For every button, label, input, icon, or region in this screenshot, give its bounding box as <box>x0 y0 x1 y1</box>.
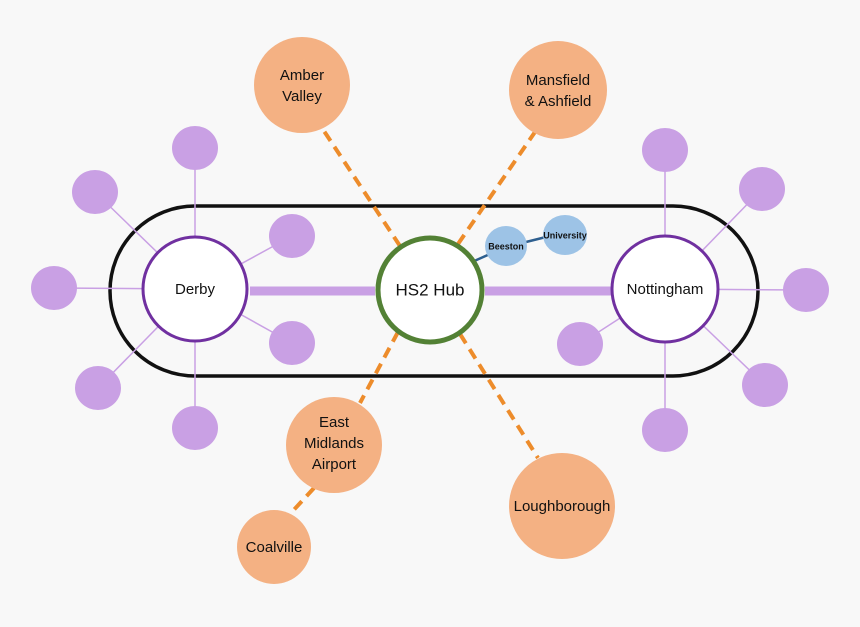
derby-satellite-sw[interactable] <box>75 366 121 410</box>
airport-coalville-link <box>288 486 316 516</box>
label-coalville: Coalville <box>246 539 303 556</box>
label-amber-valley-line-1: Amber <box>280 67 324 84</box>
derby-satellite-se[interactable] <box>269 321 315 365</box>
satellite-circles <box>31 126 829 452</box>
nottingham-satellite-w[interactable] <box>557 322 603 366</box>
hub-amber-valley-link <box>320 126 402 248</box>
derby-satellite-s[interactable] <box>172 406 218 450</box>
nottingham-satellite-ne[interactable] <box>739 167 785 211</box>
label-university: University <box>543 230 587 240</box>
node-university[interactable]: University <box>543 215 587 255</box>
beeston-university-link <box>525 235 547 244</box>
nottingham-satellite-s[interactable] <box>642 408 688 452</box>
label-ema-line-2: Midlands <box>304 435 364 452</box>
city-label-derby: Derby <box>175 281 216 298</box>
city-label-nottingham: Nottingham <box>627 281 704 298</box>
nottingham-satellite-n[interactable] <box>642 128 688 172</box>
nottingham-satellite-se[interactable] <box>742 363 788 407</box>
node-coalville[interactable]: Coalville <box>237 510 311 584</box>
node-east-midlands-airport[interactable]: East Midlands Airport <box>286 397 382 493</box>
dashed-links <box>288 126 540 516</box>
city-node-nottingham[interactable]: Nottingham <box>610 234 720 344</box>
hub-mansfield-link <box>456 130 537 246</box>
core-area-loop <box>108 204 760 378</box>
derby-satellite-nw[interactable] <box>72 170 118 214</box>
hub-loughborough-link <box>458 332 540 460</box>
node-mansfield-ashfield[interactable]: Mansfield & Ashfield <box>509 41 607 139</box>
label-mansfield-line-2: & Ashfield <box>525 93 592 110</box>
node-beeston[interactable]: Beeston <box>485 226 527 266</box>
derby-satellite-n[interactable] <box>172 126 218 170</box>
derby-satellite-ne[interactable] <box>269 214 315 258</box>
city-node-derby[interactable]: Derby <box>141 235 249 343</box>
node-amber-valley[interactable]: Amber Valley <box>254 37 350 133</box>
label-amber-valley-line-2: Valley <box>282 88 322 105</box>
label-beeston: Beeston <box>488 241 524 251</box>
derby-satellite-w[interactable] <box>31 266 77 310</box>
hub-node[interactable]: HS2 Hub <box>375 235 485 345</box>
label-mansfield-line-1: Mansfield <box>526 72 590 89</box>
nottingham-satellite-e[interactable] <box>783 268 829 312</box>
label-loughborough: Loughborough <box>514 498 611 515</box>
label-ema-line-1: East <box>319 414 350 431</box>
hub-label: HS2 Hub <box>396 280 465 299</box>
hub-airport-link <box>358 331 400 404</box>
node-loughborough[interactable]: Loughborough <box>509 453 615 559</box>
label-ema-line-3: Airport <box>312 456 357 473</box>
